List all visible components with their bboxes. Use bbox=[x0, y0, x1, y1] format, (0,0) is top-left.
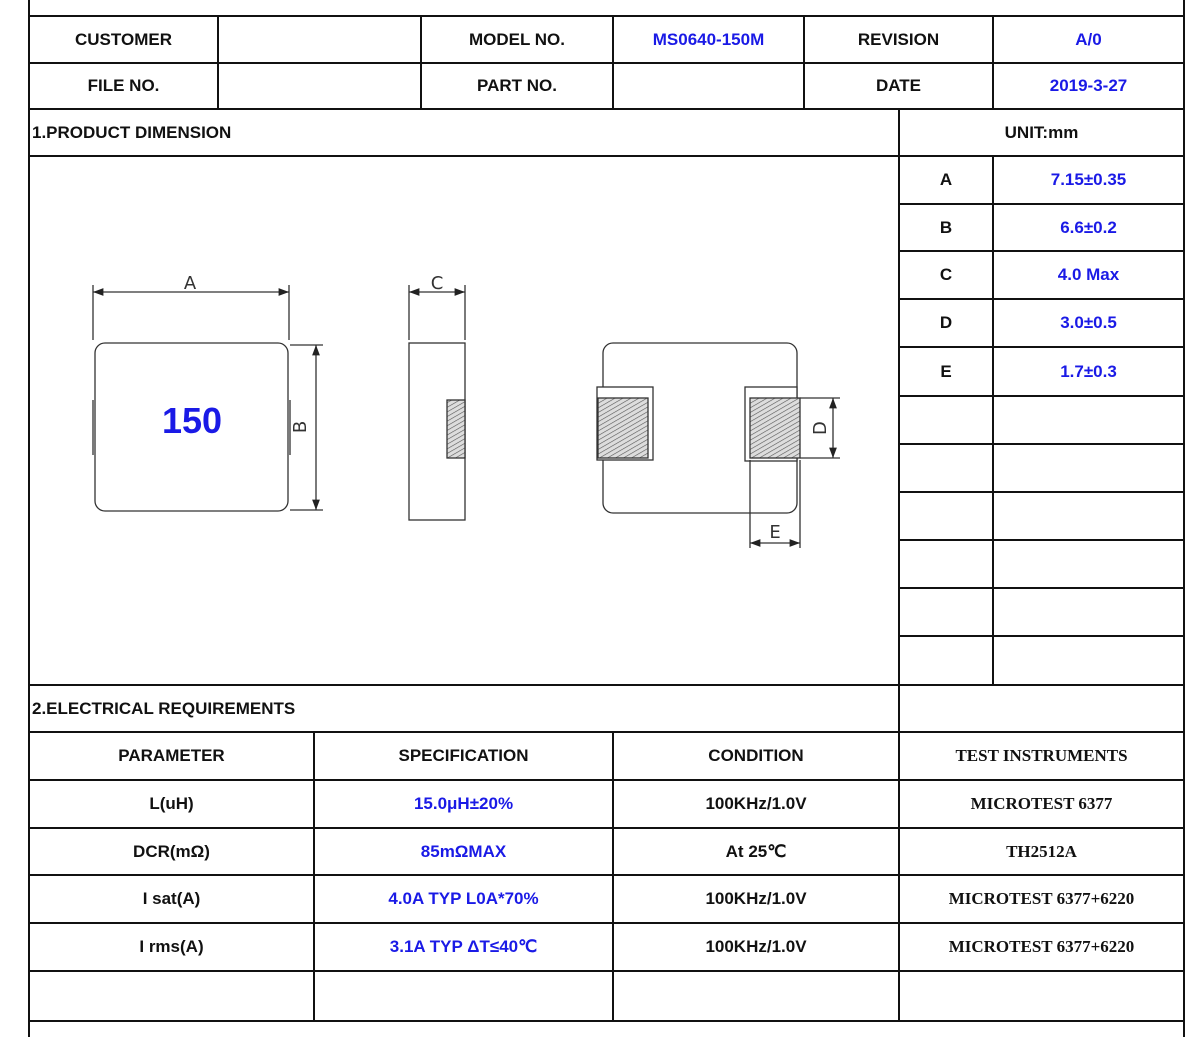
label-e: E bbox=[769, 522, 780, 543]
part-marking: 150 bbox=[162, 400, 222, 441]
label-c: C bbox=[431, 273, 444, 294]
label-b: B bbox=[290, 421, 311, 433]
bottom-row bbox=[28, 1020, 1185, 1037]
label-a: A bbox=[184, 273, 197, 294]
side-view bbox=[408, 285, 466, 521]
label-d: D bbox=[810, 421, 831, 435]
bottom-view bbox=[596, 342, 840, 548]
front-view bbox=[92, 285, 323, 512]
